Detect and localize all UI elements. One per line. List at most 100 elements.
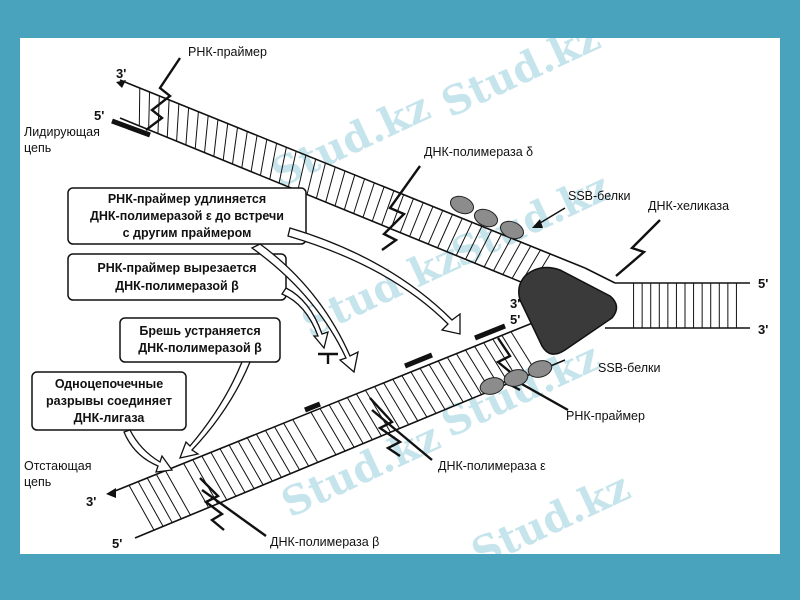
base-pair: [185, 107, 190, 145]
parental-base-pairs: [633, 283, 737, 328]
base-pair: [165, 470, 191, 516]
base-pair: [427, 210, 444, 245]
lagging-primer-bar-1: [474, 323, 506, 341]
ssb-proteins-top: [449, 195, 525, 240]
ssb-proteins-bottom: [479, 360, 553, 395]
base-pair: [213, 119, 219, 157]
base-pair: [355, 393, 382, 437]
arrow-extended-1: [287, 227, 461, 335]
label-pol-delta: ДНК-полимераза δ: [424, 145, 533, 159]
arrow-excised: [281, 287, 329, 350]
base-pair: [237, 441, 264, 486]
base-pair: [353, 178, 366, 214]
leading-strand-bottom: [119, 117, 566, 301]
base-pair: [183, 463, 210, 508]
end-bottom-left-3: 3': [86, 494, 96, 509]
base-pair: [219, 448, 246, 493]
base-pair: [502, 241, 522, 275]
end-right-3: 3': [758, 322, 768, 337]
label-lagging-1: Отстающая: [24, 459, 91, 473]
base-pair: [465, 226, 483, 260]
base-pair: [362, 182, 375, 218]
end-right-5: 5': [758, 276, 768, 291]
callout-box: [67, 253, 287, 301]
callout-primer-extended: РНК-праймер удлиняется ДНК-полимеразой ε…: [67, 187, 307, 245]
lagging-primer-bar-3: [304, 401, 321, 413]
arrow-gap: [178, 361, 251, 459]
callout-line: Брешь устраняется: [139, 324, 260, 338]
callout-line: ДНК-полимеразой β: [138, 341, 262, 355]
base-pair: [228, 444, 255, 489]
callout-line: РНК-праймер удлиняется: [108, 192, 266, 206]
base-pair: [265, 430, 291, 474]
base-pair: [269, 143, 278, 180]
ssb-protein: [527, 360, 553, 378]
watermark: Stud.kz: [434, 333, 607, 447]
ssb-protein: [449, 195, 475, 215]
base-pair: [128, 485, 155, 531]
rna-primer-top-zigzag: [145, 57, 181, 131]
base-pair: [483, 342, 510, 384]
label-rna-primer-top: РНК-праймер: [188, 45, 267, 59]
watermark: Stud.kz: [444, 163, 617, 277]
base-pair: [283, 422, 310, 467]
base-pair: [222, 123, 229, 161]
pol-beta-pointer: [201, 489, 267, 537]
base-pair: [401, 375, 428, 418]
callout-box: [31, 371, 187, 431]
base-pair: [246, 437, 273, 482]
callout-line: ДНК-полимеразой β: [115, 279, 239, 293]
end-fork-3: 3': [510, 296, 520, 311]
callout-line: ДНК-лигаза: [74, 411, 146, 425]
callout-line: ДНК-полимеразой ε до встречи: [90, 209, 284, 223]
base-pair: [328, 404, 355, 448]
base-pair: [455, 353, 482, 395]
base-pair: [259, 139, 268, 176]
base-pair: [325, 166, 336, 203]
ssb-protein: [503, 369, 529, 387]
callout-box: [119, 317, 281, 363]
slide: Stud.kz Stud.kz Stud.kz Stud.kz Stud.kz …: [20, 38, 780, 554]
callout-ligase: Одноцепочечные разрывы соединяет ДНК-лиг…: [31, 371, 187, 431]
callout-box: [67, 187, 307, 245]
label-helicase: ДНК-хеликаза: [648, 199, 729, 213]
base-pair: [201, 455, 228, 501]
base-pair: [250, 135, 258, 172]
callout-arrows: [123, 227, 461, 473]
leading-end-arrow: [116, 80, 126, 88]
end-top-left-5: 5': [94, 108, 104, 123]
base-pair: [137, 481, 164, 527]
base-pair: [241, 131, 248, 168]
label-rna-primer-bottom: РНК-праймер: [566, 409, 645, 423]
base-pair: [419, 367, 446, 410]
base-pair: [292, 419, 319, 463]
ssb-protein: [479, 377, 505, 395]
base-pair: [155, 474, 182, 520]
base-pair: [446, 218, 463, 253]
base-pair: [278, 147, 287, 184]
callout-gap-filled: Брешь устраняется ДНК-полимеразой β: [119, 317, 281, 363]
base-pair: [371, 186, 385, 222]
end-fork-5: 5': [510, 312, 520, 327]
base-pair: [428, 364, 455, 406]
end-top-left-3: 3': [116, 66, 126, 81]
label-ssb-top: SSB-белки: [568, 189, 630, 203]
callout-line: разрывы соединяет: [46, 394, 172, 408]
base-pair: [446, 357, 473, 399]
arrow-extended-2: [250, 243, 359, 374]
base-pair: [255, 433, 282, 478]
arrow-ligase: [123, 429, 174, 473]
base-pair: [274, 426, 300, 471]
callout-line: с другим праймером: [123, 226, 252, 240]
base-pair: [310, 411, 337, 456]
base-pair: [194, 111, 199, 149]
ssb-top-arrowhead: [532, 219, 543, 228]
helicase-shape: [518, 266, 618, 355]
rna-primer-bottom-pointer: [519, 381, 569, 412]
base-pair: [204, 115, 209, 153]
ssb-protein: [499, 220, 525, 240]
base-pair: [346, 397, 373, 440]
base-pair: [306, 159, 317, 195]
label-ssb-bottom: SSB-белки: [598, 361, 660, 375]
base-pair: [410, 371, 437, 414]
